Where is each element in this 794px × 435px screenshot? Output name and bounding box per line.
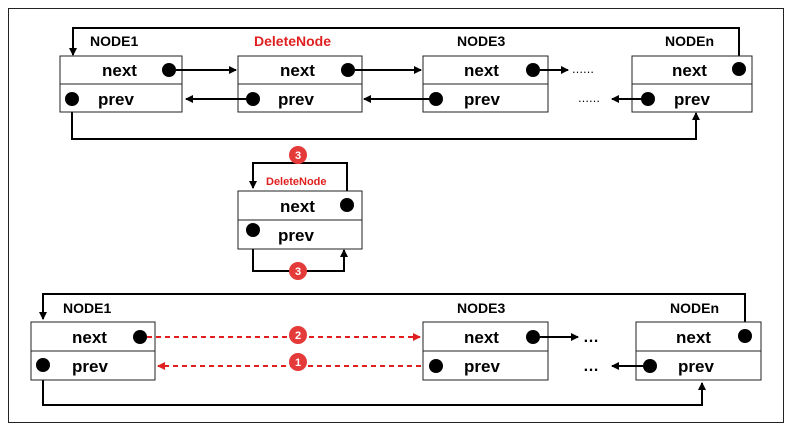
bottom-node3-prev: prev — [464, 357, 500, 376]
bottom-step1-label: 1 — [295, 357, 301, 369]
mid-delete-title: DeleteNode — [266, 176, 327, 188]
mid-delete-box — [237, 190, 363, 250]
bottom-noden-prev: prev — [678, 357, 714, 376]
top-node1-prev-dot — [65, 92, 79, 106]
top-delete-next-dot — [341, 63, 355, 77]
mid-next-dot — [340, 198, 354, 212]
bottom-bottom-wrap-arrow — [42, 365, 706, 406]
mid-step-badge-top — [289, 146, 307, 164]
top-noden-next-dot — [732, 62, 746, 76]
bottom-dots-prev: … — [583, 358, 599, 375]
top-bottom-wrap-arrow — [71, 99, 700, 140]
bottom-list: NODE1 next prev 2 1 NODE3 next prev … … … — [30, 293, 762, 406]
mid-delete-next: next — [280, 197, 315, 216]
bottom-step1-badge — [289, 353, 307, 371]
bottom-node3-next-dot — [526, 330, 540, 344]
top-noden-box — [631, 55, 753, 113]
top-delete-prev-dot — [246, 92, 260, 106]
bottom-noden-box — [635, 321, 762, 381]
top-node1-title: NODE1 — [90, 33, 138, 49]
mid-delete-prev: prev — [278, 226, 314, 245]
top-delete-prev: prev — [278, 90, 314, 109]
bottom-dots-next: … — [583, 329, 599, 346]
bottom-node1-next-dot — [133, 330, 147, 344]
mid-step-bottom-label: 3 — [295, 266, 301, 278]
bottom-node1-next: next — [72, 328, 107, 347]
top-noden-next: next — [672, 61, 707, 80]
top-noden-prev-dot — [641, 92, 655, 106]
bottom-noden-prev-dot — [643, 359, 657, 373]
top-node1-next-dot — [162, 63, 176, 77]
mid-step-badge-bottom — [289, 262, 307, 280]
top-list: NODE1 next prev DeleteNode next prev NOD… — [59, 27, 753, 140]
top-node3-prev-dot — [429, 92, 443, 106]
bottom-node1-title: NODE1 — [63, 300, 111, 316]
diagram-frame — [8, 8, 784, 423]
top-node3-prev: prev — [464, 90, 500, 109]
top-delete-next: next — [280, 61, 315, 80]
bottom-step2-label: 2 — [295, 330, 301, 342]
bottom-node3-title: NODE3 — [457, 300, 505, 316]
bottom-noden-title: NODEn — [670, 300, 719, 316]
bottom-wrap-arrow — [39, 293, 746, 336]
top-delete-title: DeleteNode — [254, 33, 331, 49]
bottom-noden-next-dot — [738, 329, 752, 343]
top-node1-prev: prev — [98, 90, 134, 109]
top-node1-next: next — [102, 61, 137, 80]
top-delete-box — [237, 55, 363, 113]
top-node3-next-dot — [526, 63, 540, 77]
top-node3-next: next — [464, 61, 499, 80]
top-dots-next: …… — [572, 63, 594, 76]
bottom-node1-prev-dot — [36, 358, 50, 372]
top-node3-title: NODE3 — [457, 33, 505, 49]
top-wrap-arrow — [69, 27, 740, 69]
bottom-node1-box — [30, 321, 156, 381]
bottom-noden-next: next — [676, 328, 711, 347]
mid-step-top-label: 3 — [295, 150, 301, 162]
top-noden-title: NODEn — [665, 33, 714, 49]
bottom-step2-badge — [289, 326, 307, 344]
top-noden-prev: prev — [674, 90, 710, 109]
bottom-node1-prev: prev — [72, 357, 108, 376]
top-node1-box — [59, 55, 183, 113]
bottom-node3-prev-dot — [429, 359, 443, 373]
bottom-node3-next: next — [464, 328, 499, 347]
mid-prev-dot — [246, 223, 260, 237]
bottom-node3-box — [422, 321, 549, 381]
middle-delete-node: 3 DeleteNode next prev 3 — [237, 146, 363, 280]
top-dots-prev: …… — [578, 92, 600, 105]
